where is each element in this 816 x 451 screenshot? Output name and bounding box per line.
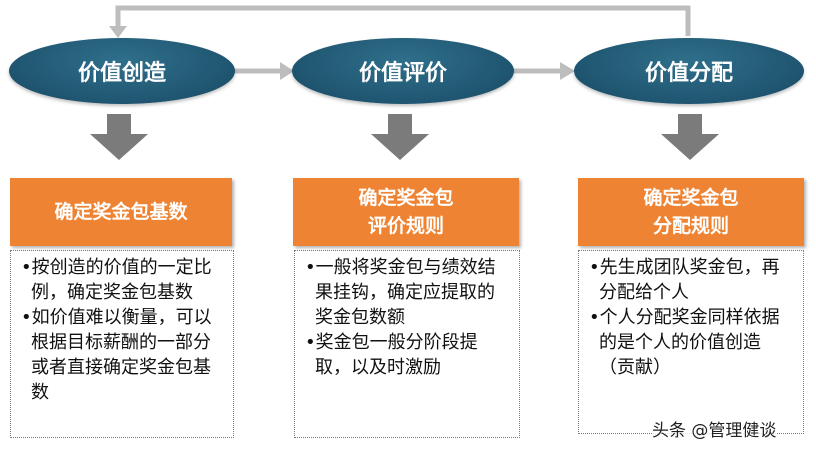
detail-box-value-creation: •按创造的价值的一定比例，确定奖金包基数 •如价值难以衡量，可以根据目标薪酬的一… <box>10 250 234 438</box>
stage-oval-value-creation: 价值创造 <box>9 38 235 104</box>
rule-line: 确定奖金包基数 <box>54 201 188 223</box>
stage-title: 价值分配 <box>644 61 733 86</box>
feedback-loop-arrowhead <box>109 26 127 38</box>
detail-item: •按创造的价值的一定比例，确定奖金包基数 <box>21 257 212 303</box>
detail-box-value-evaluation: •一般将奖金包与绩效结果挂钩，确定应提取的奖金包数额 •奖金包一般分阶段提取，以… <box>294 250 520 438</box>
rule-line: 确定奖金包 <box>643 187 739 209</box>
rule-box-value-creation: 确定奖金包基数 <box>10 178 232 246</box>
feedback-loop-line <box>115 5 691 36</box>
stage-oval-value-distribution: 价值分配 <box>574 38 804 104</box>
stage-title: 价值创造 <box>77 61 166 86</box>
detail-item: •先生成团队奖金包，再分配给个人 <box>589 257 780 303</box>
detail-item: •一般将奖金包与绩效结果挂钩，确定应提取的奖金包数额 <box>305 257 496 328</box>
detail-box-value-distribution: •先生成团队奖金包，再分配给个人 •个人分配奖金同样依据的是个人的价值创造（贡献… <box>578 250 804 434</box>
arrow-evaluation-to-distribution-head <box>560 62 575 80</box>
detail-item: •如价值难以衡量，可以根据目标薪酬的一部分或者直接确定奖金包基数 <box>21 307 212 403</box>
stage-oval-value-evaluation: 价值评价 <box>292 38 514 104</box>
arrow-creation-to-evaluation-head <box>280 62 294 80</box>
detail-item: •个人分配奖金同样依据的是个人的价值创造（贡献） <box>589 307 780 378</box>
watermark: 头条 @管理健谈 <box>652 416 777 441</box>
detail-item: •奖金包一般分阶段提取，以及时激励 <box>305 332 478 378</box>
stage-title: 价值评价 <box>358 61 447 86</box>
rule-line: 评价规则 <box>367 215 444 237</box>
down-arrow-icon <box>371 114 429 160</box>
down-arrow-icon <box>90 114 148 160</box>
rule-box-value-evaluation: 确定奖金包 评价规则 <box>293 178 519 246</box>
rule-line: 确定奖金包 <box>358 187 454 209</box>
down-arrow-icon <box>661 114 719 160</box>
rule-line: 分配规则 <box>652 215 729 237</box>
rule-box-value-distribution: 确定奖金包 分配规则 <box>578 178 804 246</box>
